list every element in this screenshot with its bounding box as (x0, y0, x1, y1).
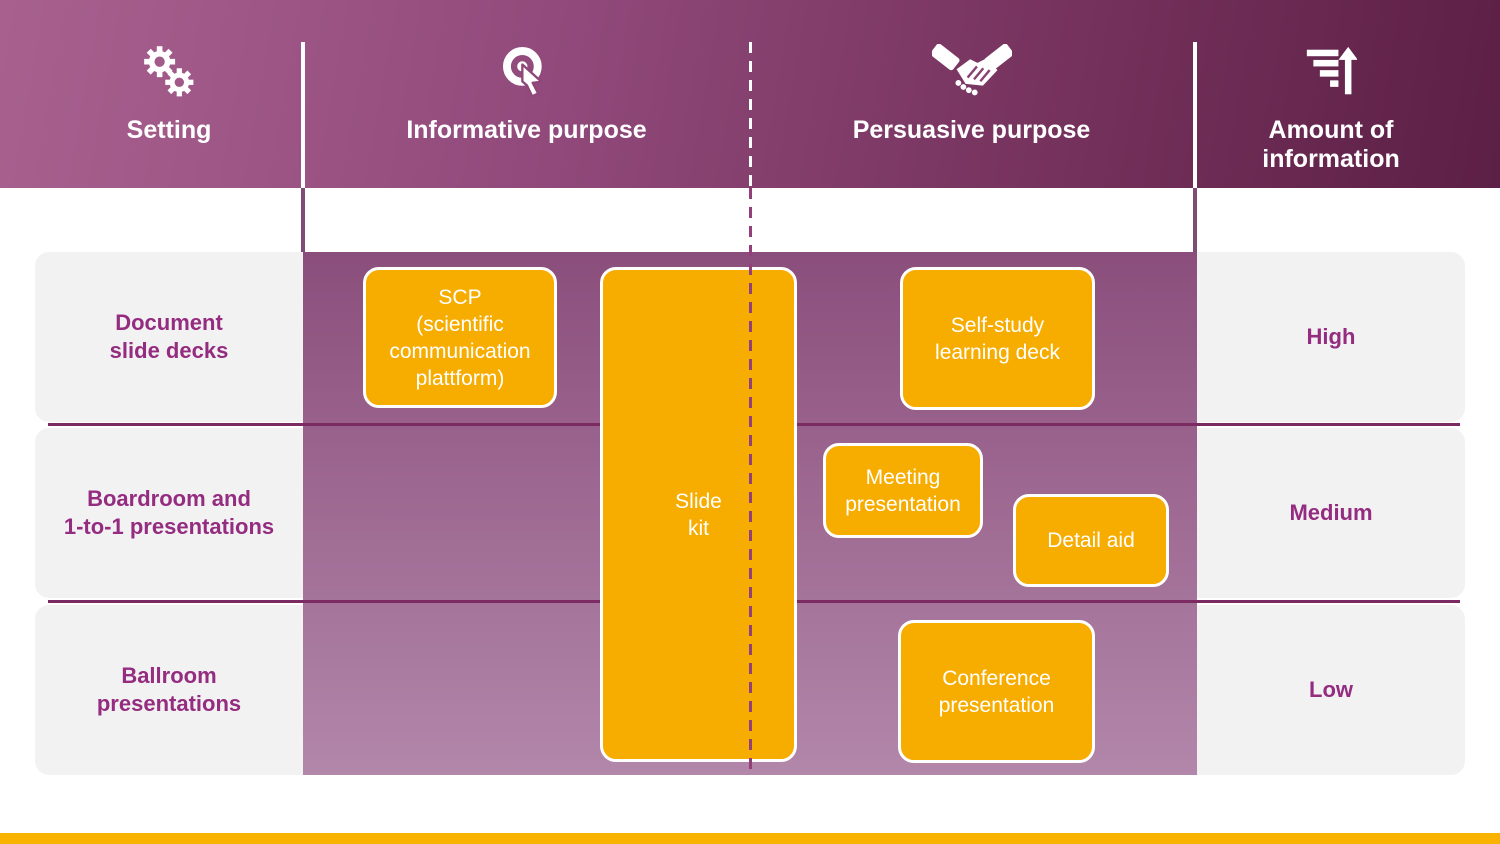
amount-label-medium: Medium (1289, 500, 1373, 525)
row-label-ballroom: Ballroom presentations (96, 663, 242, 716)
header-divider-persuasive-amount (1193, 42, 1197, 188)
box-scp: SCP (scientific communication plattform) (363, 267, 557, 408)
header-column-persuasive: Persuasive purpose (750, 0, 1193, 188)
box-slide-kit: Slide kit (600, 267, 797, 762)
target-cursor-icon (499, 40, 555, 104)
row-panel-setting-1 (35, 252, 303, 422)
header-label-amount: Amount of information (1262, 116, 1400, 173)
header-label-setting: Setting (126, 116, 212, 144)
row-panel-setting-2 (35, 428, 303, 598)
amount-label-low: Low (1309, 677, 1353, 702)
header-label-informative: Informative purpose (406, 116, 647, 144)
box-meeting-presentation: Meeting presentation (823, 443, 983, 538)
box-detail-aid: Detail aid (1013, 494, 1169, 587)
gears-icon (139, 40, 199, 104)
row-panel-amount-1 (1197, 252, 1465, 422)
dashed-divider-header (749, 42, 752, 188)
header-label-persuasive: Persuasive purpose (852, 116, 1091, 144)
row-label-document-slide-decks: Document slide decks (109, 310, 229, 363)
handshake-icon (931, 40, 1012, 104)
row-panel-amount-2 (1197, 428, 1465, 598)
sub-divider-right (1193, 188, 1197, 252)
header-column-informative: Informative purpose (303, 0, 750, 188)
row-panel-setting-3 (35, 605, 303, 775)
header-divider-setting-informative (301, 42, 305, 188)
row-panel-amount-3 (1197, 605, 1465, 775)
row-label-boardroom: Boardroom and 1-to-1 presentations (63, 486, 275, 539)
dashed-divider-body (749, 188, 752, 775)
sub-divider-left (301, 188, 305, 252)
box-conference-presentation: Conference presentation (898, 620, 1095, 763)
footer-accent-bar (0, 833, 1500, 844)
bars-arrow-up-icon (1305, 40, 1357, 104)
header-column-amount: Amount of information (1197, 0, 1465, 188)
header-column-setting: Setting (35, 0, 303, 188)
box-self-study-learning-deck: Self-study learning deck (900, 267, 1095, 410)
amount-label-high: High (1306, 324, 1356, 349)
